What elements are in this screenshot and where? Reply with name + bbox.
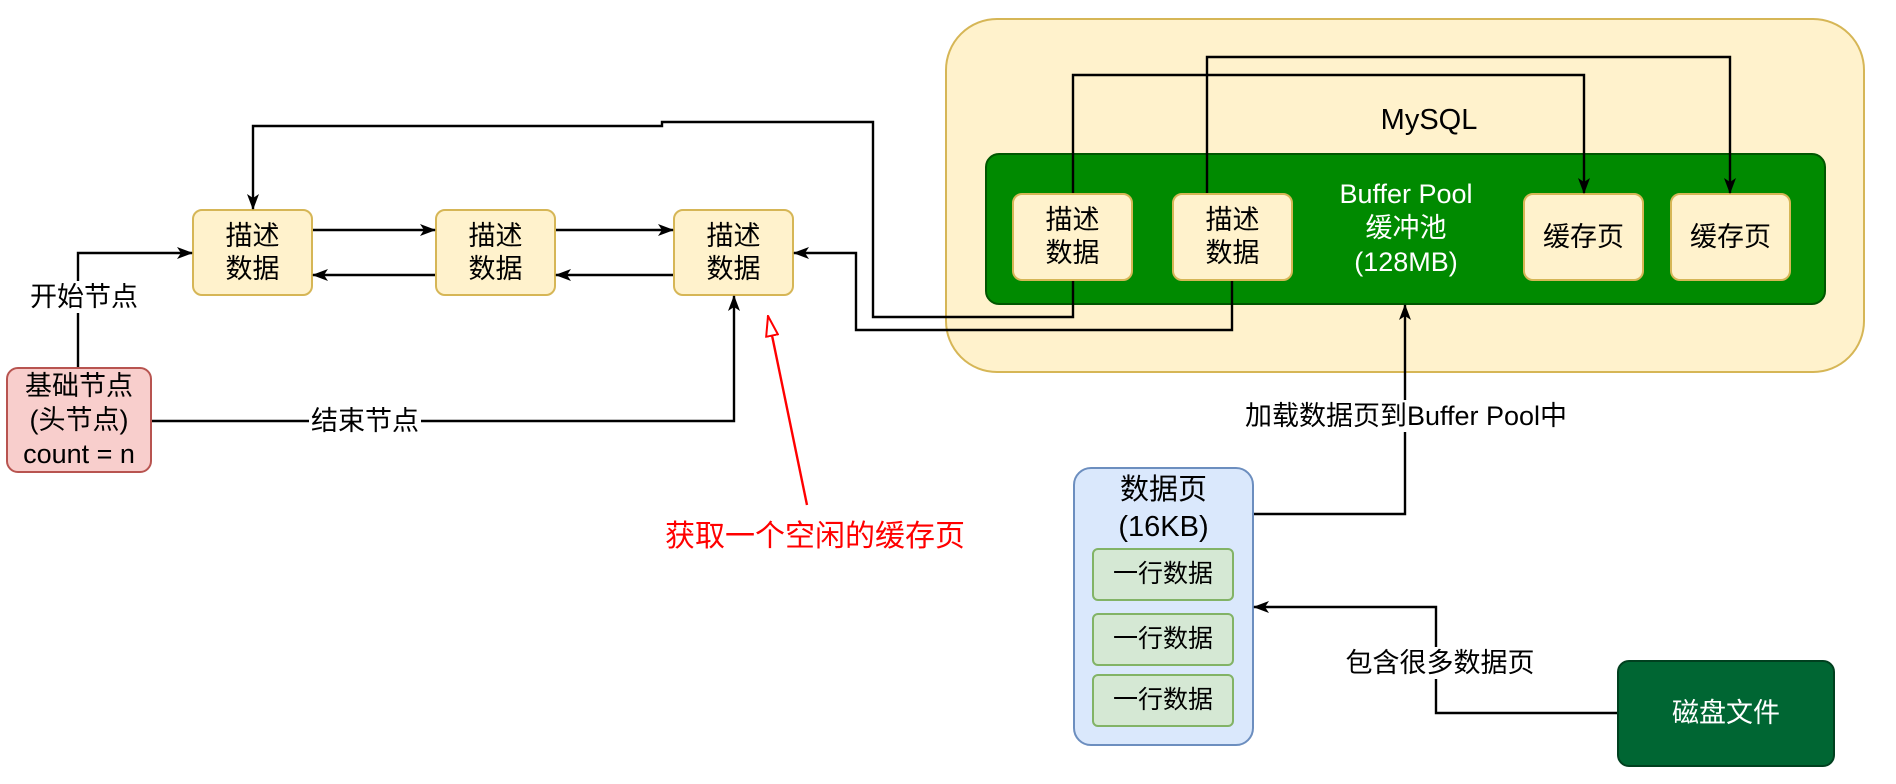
data-row-label: 一行数据 [1112, 686, 1213, 714]
start-node-label: 开始节点 [28, 281, 140, 313]
description-line: 描述 [1045, 205, 1100, 235]
data-row-1: 一行数据 [1092, 548, 1234, 601]
disk-file-label: 磁盘文件 [1672, 698, 1780, 728]
description-line: 数据 [225, 253, 280, 284]
base-node: 基础节点 (头节点) count = n [6, 367, 152, 473]
free-list-node-3: 描述 数据 [673, 209, 794, 296]
cache-page-2: 缓存页 [1670, 193, 1791, 281]
mysql-title: MySQL [1380, 104, 1478, 136]
description-line: 数据 [1205, 238, 1260, 268]
data-row-2: 一行数据 [1092, 613, 1234, 666]
description-line: 描述 [706, 220, 761, 251]
description-line: 数据 [468, 253, 523, 284]
disk-file: 磁盘文件 [1617, 660, 1835, 767]
contains-edge-label: 包含很多数据页 [1343, 647, 1537, 679]
buffer-pool-label: Buffer Pool 缓冲池 (128MB) [1306, 177, 1506, 279]
description-line: 数据 [706, 253, 761, 284]
free-list-node-1: 描述 数据 [192, 209, 313, 296]
cache-page-label: 缓存页 [1690, 221, 1771, 252]
annotation-arrow [768, 316, 809, 506]
free-page-annotation: 获取一个空闲的缓存页 [665, 520, 965, 553]
data-page-title-size: (16KB) [1118, 511, 1209, 543]
data-row-label: 一行数据 [1112, 560, 1213, 588]
base-node-title: 基础节点 [25, 371, 133, 401]
buffer-pool-description-block-2: 描述 数据 [1172, 193, 1293, 281]
buffer-pool-description-block-1: 描述 数据 [1012, 193, 1133, 281]
data-row-label: 一行数据 [1112, 625, 1213, 653]
buffer-pool-label-chinese: 缓冲池 [1365, 213, 1447, 243]
load-edge-label: 加载数据页到Buffer Pool中 [1242, 400, 1570, 432]
end-node-label: 结束节点 [309, 405, 421, 437]
description-line: 描述 [1205, 205, 1260, 235]
data-row-3: 一行数据 [1092, 674, 1234, 727]
description-line: 描述 [468, 220, 523, 251]
description-line: 描述 [225, 220, 280, 251]
description-line: 数据 [1045, 238, 1100, 268]
cache-page-1: 缓存页 [1523, 193, 1644, 281]
data-page-title-name: 数据页 [1119, 474, 1207, 506]
cache-page-label: 缓存页 [1543, 221, 1624, 252]
base-node-subtitle: (头节点) [29, 405, 129, 435]
buffer-pool-label-size: (128MB) [1354, 247, 1458, 277]
base-node-count: count = n [23, 439, 135, 469]
free-list-node-2: 描述 数据 [435, 209, 556, 296]
edge-base-node-to-end-node [152, 295, 740, 423]
data-page-title: 数据页 (16KB) [1073, 472, 1254, 546]
buffer-pool-label-name: Buffer Pool [1339, 179, 1473, 209]
